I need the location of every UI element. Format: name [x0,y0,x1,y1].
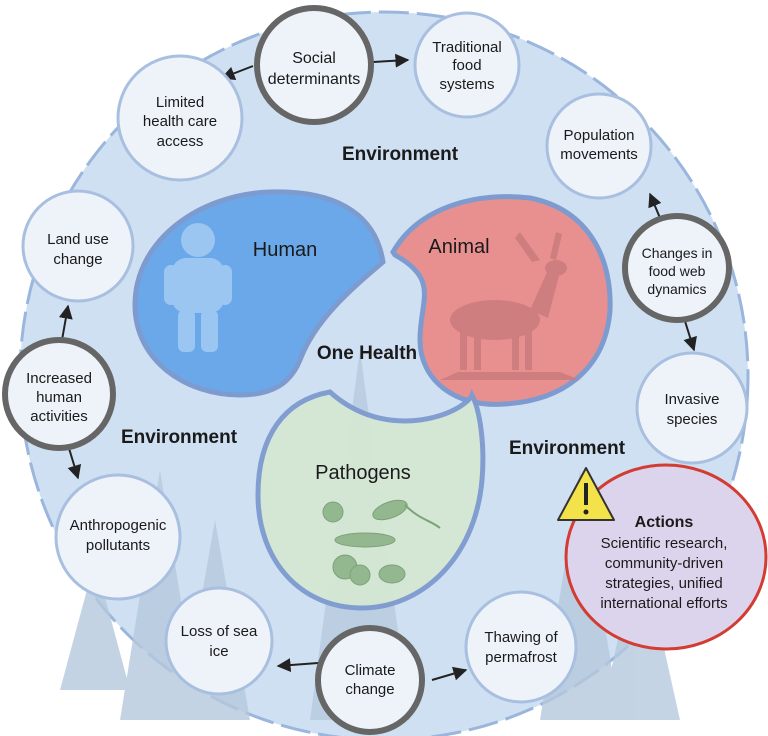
svg-text:Loss of sea: Loss of sea [181,623,258,640]
svg-text:Population: Population [564,127,635,144]
one-health-label: One Health [317,343,417,364]
actions-box: Actions Scientific research, community-d… [564,463,768,651]
driver-human-activities: Increased human activities [2,337,116,451]
driver-social-determinants: Social determinants [254,5,374,125]
svg-text:systems: systems [439,76,494,93]
svg-text:pollutants: pollutants [86,537,150,554]
arrows [58,53,697,681]
human-label: Human [253,239,317,261]
svg-text:community-driven: community-driven [605,555,723,572]
outcome-sea-ice: Loss of sea ice [164,586,274,696]
outcome-pollutants: Anthropogenic pollutants [54,473,182,601]
pathogens-sector [255,389,486,611]
svg-text:Anthropogenic: Anthropogenic [70,517,167,534]
svg-text:permafrost: permafrost [485,649,558,666]
svg-text:change: change [345,681,394,698]
svg-text:Traditional: Traditional [432,39,501,56]
pathogens-label: Pathogens [315,462,411,484]
svg-text:change: change [53,251,102,268]
environment-label-right: Environment [509,438,626,459]
svg-text:Thawing of: Thawing of [484,629,558,646]
svg-text:Climate: Climate [345,662,396,679]
outcome-invasive: Invasive species [635,351,749,465]
svg-text:determinants: determinants [268,71,361,88]
animal-label: Animal [428,236,489,258]
microbes-icon [322,499,441,586]
svg-text:Land use: Land use [47,231,109,248]
outcome-health-care: Limited health care access [116,54,244,182]
svg-text:Actions: Actions [635,514,694,531]
svg-text:international efforts: international efforts [600,595,727,612]
svg-text:movements: movements [560,146,638,163]
svg-text:health care: health care [143,113,217,130]
svg-text:Limited: Limited [156,94,204,111]
outcome-permafrost: Thawing of permafrost [464,590,578,704]
svg-text:Changes in: Changes in [642,245,713,261]
svg-text:access: access [157,133,204,150]
reindeer-icon [440,232,580,380]
person-icon [164,223,232,352]
svg-text:Increased: Increased [26,370,92,387]
svg-text:Scientific research,: Scientific research, [601,535,728,552]
driver-climate-change: Climate change [315,625,425,735]
environment-label-left: Environment [121,427,238,448]
environment-label-top: Environment [342,144,459,165]
svg-text:activities: activities [30,408,88,425]
driver-food-web: Changes in food web dynamics [622,213,732,323]
svg-text:food web: food web [649,263,706,279]
outcome-traditional-food: Traditional food systems [413,11,521,119]
svg-text:strategies, unified: strategies, unified [605,575,723,592]
svg-text:human: human [36,389,82,406]
svg-text:food: food [452,57,481,74]
svg-text:Invasive: Invasive [664,391,719,408]
outcome-land-use: Land use change [21,189,135,303]
svg-text:ice: ice [209,643,228,660]
outcome-population: Population movements [545,92,653,200]
warning-icon [557,467,615,521]
svg-text:species: species [667,411,718,428]
svg-text:Social: Social [292,50,336,67]
svg-text:dynamics: dynamics [647,281,706,297]
